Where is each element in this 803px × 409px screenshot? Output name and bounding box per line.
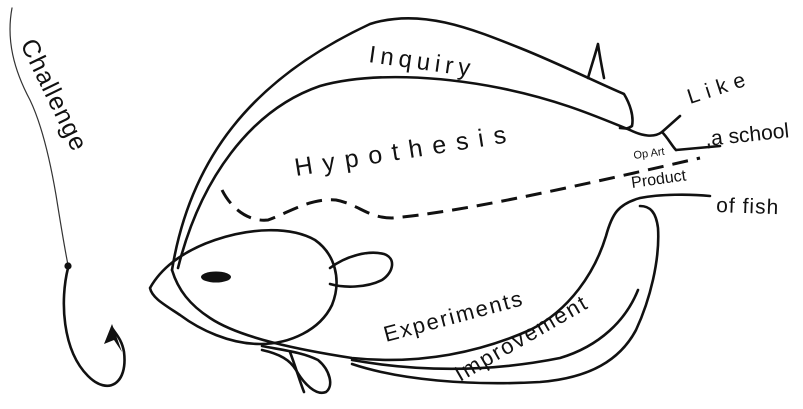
label-challenge: Challenge — [15, 34, 93, 156]
pelvic-fin-base — [290, 352, 304, 392]
dorsal-spike — [588, 44, 604, 78]
pectoral-fin — [330, 253, 392, 287]
fish-eye — [201, 272, 231, 283]
fish-belly — [172, 195, 710, 360]
label-of-fish: of fish — [716, 194, 780, 219]
label-like: Like — [684, 66, 754, 108]
hook-shank — [64, 268, 125, 386]
label-op-art: Op Art — [633, 146, 666, 162]
label-a-school: ,a school — [704, 119, 790, 151]
label-hypothesis: Hypothesis — [293, 119, 518, 182]
tail-upper — [662, 132, 676, 150]
